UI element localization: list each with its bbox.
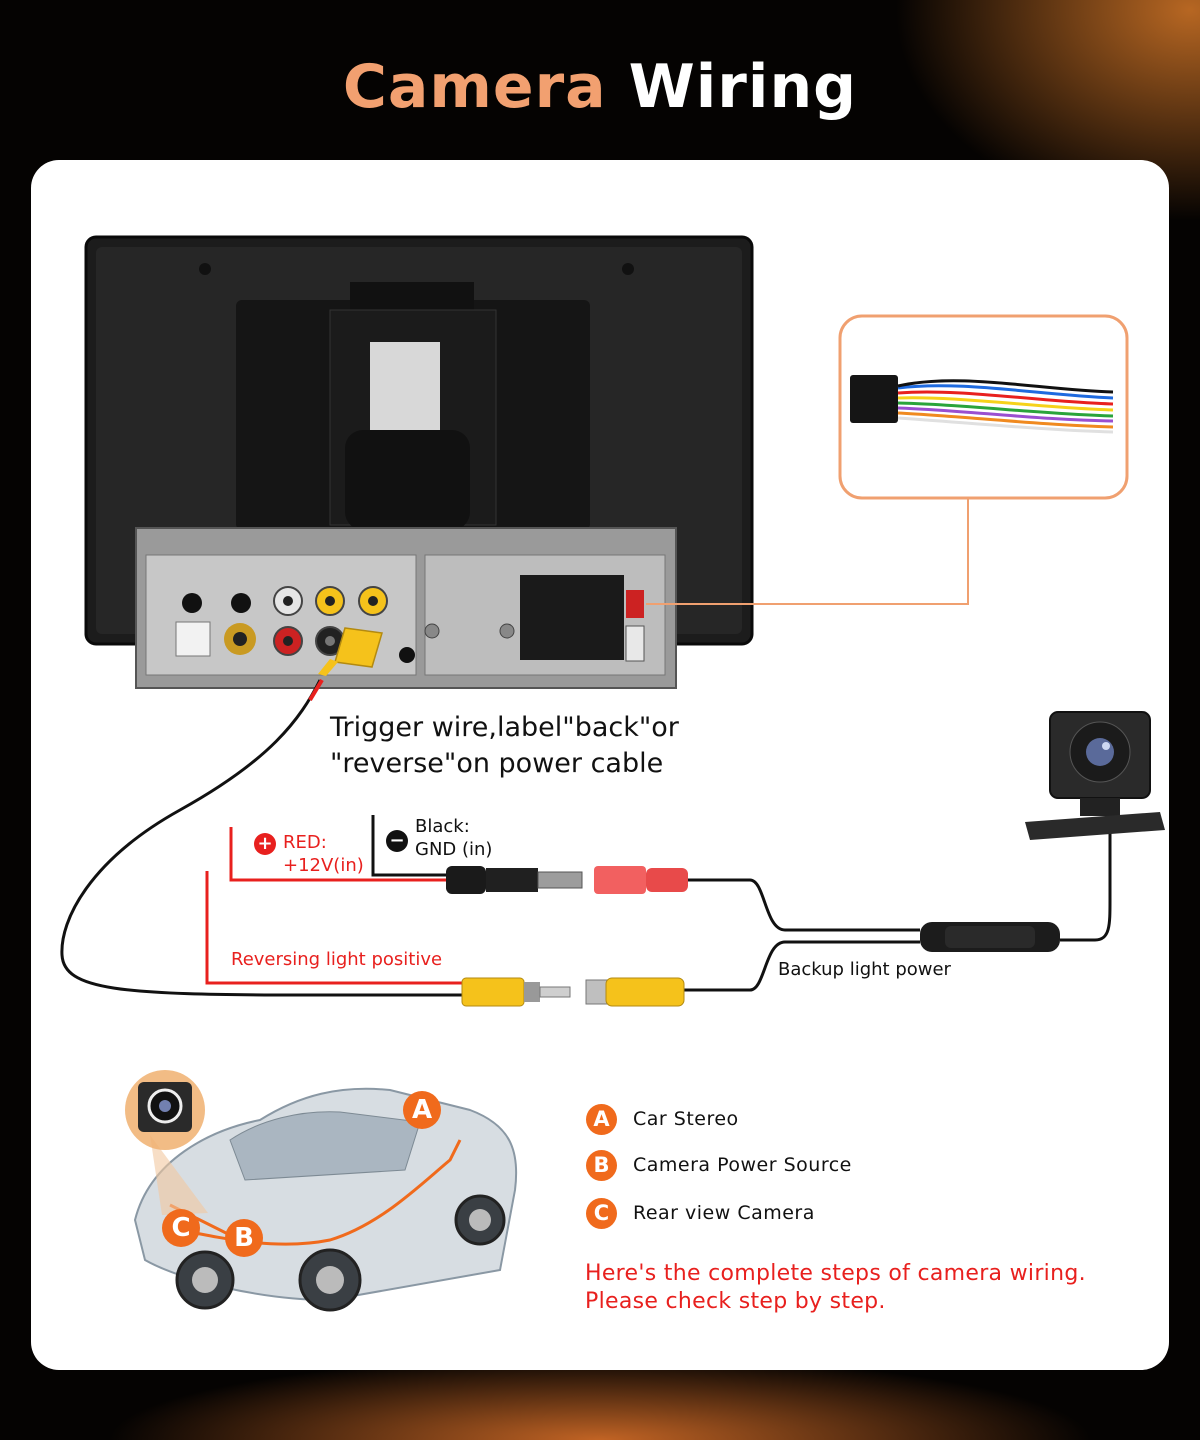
red-label-line2: +12V(in) bbox=[283, 855, 364, 876]
reversing-light-label: Reversing light positive bbox=[231, 949, 443, 970]
dc-plug-female bbox=[594, 866, 688, 894]
note-line1: Here's the complete steps of camera wiri… bbox=[585, 1261, 1086, 1286]
red-12v-label: RED: +12V(in) bbox=[283, 831, 364, 877]
rca-connector-male bbox=[461, 977, 571, 1007]
marker-c-badge: C bbox=[162, 1209, 200, 1247]
rca-plug-in-unit bbox=[318, 627, 383, 676]
black-label-line2: GND (in) bbox=[415, 839, 493, 860]
marker-b-badge: B bbox=[225, 1219, 263, 1257]
legend-badge-b: B bbox=[586, 1149, 617, 1181]
car-marker-a: A bbox=[403, 1091, 457, 1129]
legend-text-a: Car Stereo bbox=[633, 1108, 739, 1130]
trigger-wire bbox=[60, 679, 462, 997]
legend-text-b: Camera Power Source bbox=[633, 1154, 852, 1176]
trigger-wire-label: Trigger wire,label"back"or "reverse"on p… bbox=[330, 710, 750, 782]
rear-camera bbox=[1025, 711, 1165, 840]
chassis-panel bbox=[135, 527, 677, 689]
legend-badge-c: C bbox=[586, 1197, 617, 1229]
harness-callout bbox=[646, 314, 1129, 605]
minus-icon: − bbox=[386, 830, 408, 852]
legend-item-car-stereo: A Car Stereo bbox=[586, 1103, 739, 1135]
legend-item-rear-camera: C Rear view Camera bbox=[586, 1197, 815, 1229]
title-part-camera: Camera bbox=[342, 52, 607, 122]
note-line2: Please check step by step. bbox=[585, 1289, 886, 1314]
legend-item-power-source: B Camera Power Source bbox=[586, 1149, 852, 1181]
legend-badge-a: A bbox=[586, 1103, 617, 1135]
instruction-note: Here's the complete steps of camera wiri… bbox=[585, 1260, 1086, 1316]
black-gnd-label: Black: GND (in) bbox=[415, 815, 492, 861]
backup-light-label: Backup light power bbox=[778, 959, 951, 980]
trigger-label-line2: "reverse"on power cable bbox=[330, 748, 664, 779]
car-marker-b: B bbox=[225, 1219, 279, 1257]
dc-plug-male bbox=[446, 866, 583, 894]
legend-text-c: Rear view Camera bbox=[633, 1202, 815, 1224]
marker-a-badge: A bbox=[403, 1091, 441, 1129]
red-wire-reversing bbox=[205, 871, 462, 985]
red-wire-12v bbox=[229, 827, 446, 882]
inline-splitter bbox=[920, 922, 1060, 952]
car-illustration bbox=[125, 1070, 518, 1312]
page-title: Camera Wiring bbox=[0, 52, 1200, 122]
plus-icon: + bbox=[254, 833, 276, 855]
black-label-line1: Black: bbox=[415, 816, 470, 837]
trigger-label-line1: Trigger wire,label"back"or bbox=[330, 712, 679, 743]
rca-connector-female bbox=[585, 977, 685, 1007]
red-label-line1: RED: bbox=[283, 832, 327, 853]
title-part-wiring: Wiring bbox=[628, 52, 858, 122]
black-wire-gnd bbox=[371, 815, 446, 877]
car-marker-c: C bbox=[162, 1209, 216, 1247]
